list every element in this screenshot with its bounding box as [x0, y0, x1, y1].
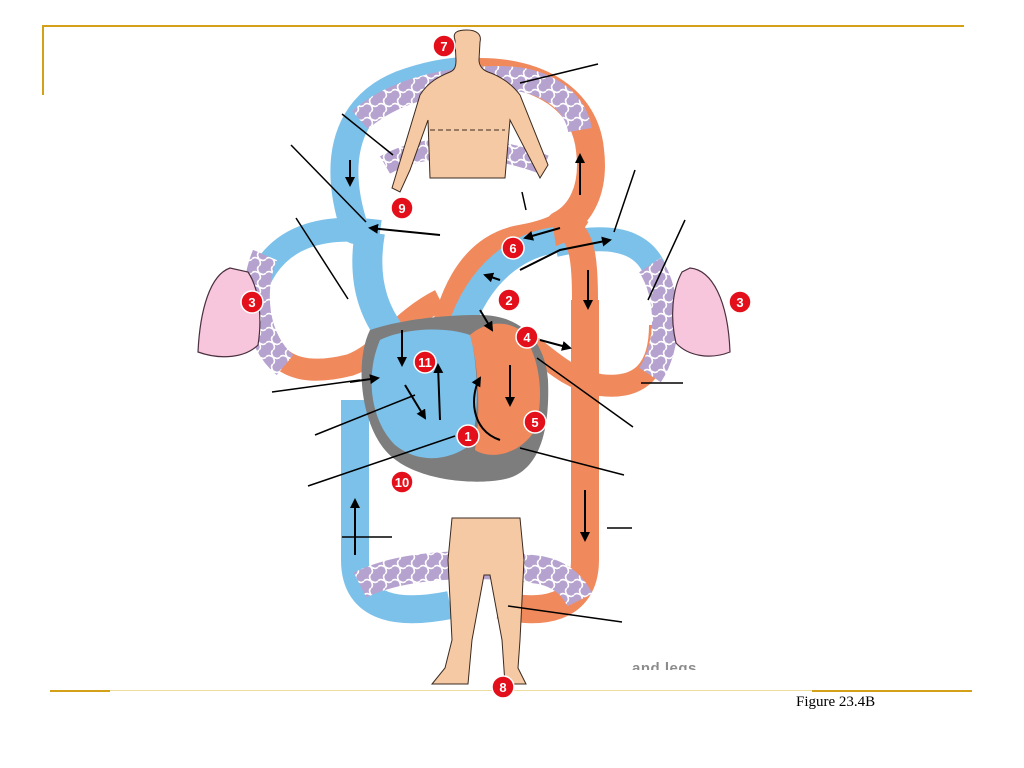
svg-text:3: 3 — [736, 295, 743, 310]
svg-text:2: 2 — [505, 293, 512, 308]
svg-text:4: 4 — [523, 330, 531, 345]
svg-text:3: 3 — [248, 295, 255, 310]
svg-text:1: 1 — [464, 429, 471, 444]
partial-label: and legs — [632, 660, 697, 670]
frame-left-line — [42, 25, 44, 95]
frame-bottom-line — [50, 690, 110, 692]
svg-text:9: 9 — [398, 201, 405, 216]
marker-1: 1 — [456, 424, 480, 448]
marker-7: 7 — [432, 34, 456, 58]
marker-8: 8 — [491, 675, 515, 699]
frame-bottom-right — [812, 690, 972, 692]
frame-bottom-thin — [110, 690, 814, 691]
marker-6: 6 — [501, 236, 525, 260]
marker-3-right: 3 — [728, 290, 752, 314]
marker-2: 2 — [497, 288, 521, 312]
upper-body-figure — [391, 29, 549, 193]
lower-body-figure — [430, 517, 527, 685]
right-lung — [672, 267, 731, 357]
svg-text:5: 5 — [531, 415, 538, 430]
svg-text:11: 11 — [418, 355, 432, 370]
marker-5: 5 — [523, 410, 547, 434]
svg-text:7: 7 — [440, 39, 447, 54]
svg-text:10: 10 — [395, 475, 409, 490]
svg-text:8: 8 — [499, 680, 506, 695]
marker-9: 9 — [390, 196, 414, 220]
marker-3-left: 3 — [240, 290, 264, 314]
marker-11: 11 — [413, 350, 437, 374]
marker-4: 4 — [515, 325, 539, 349]
flow-arrows — [345, 153, 612, 555]
frame-top-line — [42, 25, 964, 27]
svg-text:6: 6 — [509, 241, 516, 256]
leader-lines — [271, 63, 686, 623]
marker-10: 10 — [390, 470, 414, 494]
figure-caption: Figure 23.4B — [796, 694, 876, 710]
